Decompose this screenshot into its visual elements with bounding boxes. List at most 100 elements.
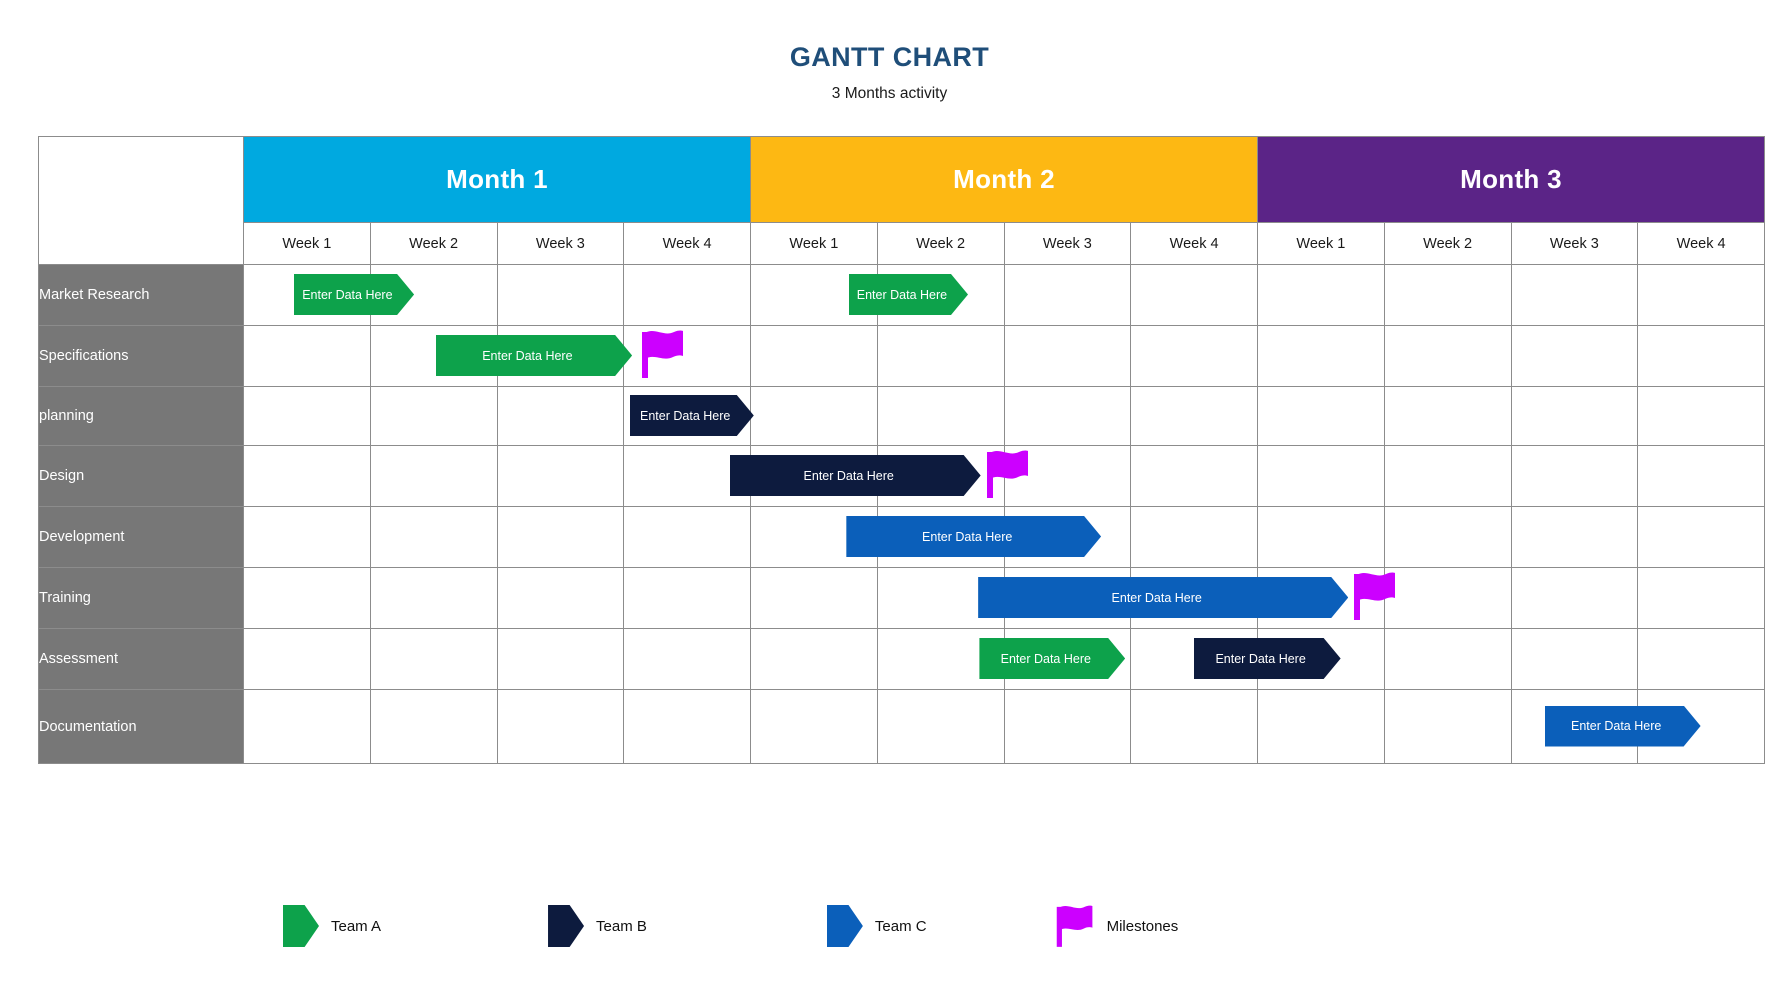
grid-cell[interactable]	[1510, 689, 1639, 764]
grid-cell[interactable]	[1003, 386, 1132, 446]
grid-cell[interactable]	[1130, 689, 1258, 764]
legend-item-milestones[interactable]: Milestones	[1055, 902, 1178, 950]
grid-cell[interactable]	[750, 325, 878, 387]
grid-cell[interactable]	[1257, 445, 1385, 507]
grid-cell[interactable]	[1130, 445, 1258, 507]
grid-cell[interactable]	[1510, 628, 1639, 690]
legend-item-team-b[interactable]: Team B	[548, 905, 647, 947]
task-label-market-research[interactable]: Market Research	[38, 264, 244, 326]
task-label-documentation[interactable]: Documentation	[38, 689, 244, 764]
grid-cell[interactable]	[1637, 628, 1765, 690]
task-label-development[interactable]: Development	[38, 506, 244, 568]
task-label-design[interactable]: Design	[38, 445, 244, 507]
grid-cell[interactable]	[876, 689, 1005, 764]
grid-cell[interactable]	[623, 506, 751, 568]
grid-cell[interactable]	[496, 325, 625, 387]
legend-item-team-c[interactable]: Team C	[826, 905, 927, 947]
grid-cell[interactable]	[1130, 628, 1258, 690]
task-label-planning[interactable]: planning	[38, 386, 244, 446]
grid-cell[interactable]	[243, 386, 371, 446]
grid-cell[interactable]	[1257, 325, 1385, 387]
grid-cell[interactable]	[243, 325, 371, 387]
grid-cell[interactable]	[1003, 264, 1132, 326]
grid-cell[interactable]	[1637, 506, 1765, 568]
grid-cell[interactable]	[1130, 567, 1258, 629]
grid-cell[interactable]	[496, 567, 625, 629]
grid-cell[interactable]	[1130, 325, 1258, 387]
grid-cell[interactable]	[1637, 325, 1765, 387]
grid-cell[interactable]	[1003, 445, 1132, 507]
grid-cell[interactable]	[496, 264, 625, 326]
grid-cell[interactable]	[1257, 689, 1385, 764]
grid-cell[interactable]	[750, 567, 878, 629]
grid-cell[interactable]	[750, 689, 878, 764]
grid-cell[interactable]	[369, 445, 498, 507]
grid-cell[interactable]	[623, 628, 751, 690]
grid-cell[interactable]	[1637, 445, 1765, 507]
grid-cell[interactable]	[1637, 264, 1765, 326]
grid-cell[interactable]	[1383, 264, 1512, 326]
grid-cell[interactable]	[750, 628, 878, 690]
grid-cell[interactable]	[1383, 628, 1512, 690]
grid-cell[interactable]	[1510, 567, 1639, 629]
grid-cell[interactable]	[1257, 264, 1385, 326]
grid-cell[interactable]	[1003, 567, 1132, 629]
grid-cell[interactable]	[750, 386, 878, 446]
grid-cell[interactable]	[876, 445, 1005, 507]
grid-cell[interactable]	[243, 628, 371, 690]
task-label-specifications[interactable]: Specifications	[38, 325, 244, 387]
grid-cell[interactable]	[1257, 567, 1385, 629]
grid-cell[interactable]	[1383, 689, 1512, 764]
grid-cell[interactable]	[1003, 325, 1132, 387]
grid-cell[interactable]	[496, 506, 625, 568]
grid-cell[interactable]	[750, 264, 878, 326]
grid-cell[interactable]	[1637, 567, 1765, 629]
grid-cell[interactable]	[1130, 386, 1258, 446]
grid-cell[interactable]	[1003, 506, 1132, 568]
grid-cell[interactable]	[1510, 445, 1639, 507]
grid-cell[interactable]	[1510, 506, 1639, 568]
grid-cell[interactable]	[876, 628, 1005, 690]
grid-cell[interactable]	[1130, 264, 1258, 326]
grid-cell[interactable]	[1257, 628, 1385, 690]
grid-cell[interactable]	[496, 445, 625, 507]
grid-cell[interactable]	[369, 567, 498, 629]
grid-cell[interactable]	[1003, 628, 1132, 690]
grid-cell[interactable]	[876, 506, 1005, 568]
grid-cell[interactable]	[623, 445, 751, 507]
grid-cell[interactable]	[369, 386, 498, 446]
grid-cell[interactable]	[750, 445, 878, 507]
task-label-assessment[interactable]: Assessment	[38, 628, 244, 690]
grid-cell[interactable]	[876, 567, 1005, 629]
grid-cell[interactable]	[1383, 506, 1512, 568]
grid-cell[interactable]	[1257, 506, 1385, 568]
grid-cell[interactable]	[1383, 325, 1512, 387]
grid-cell[interactable]	[1383, 445, 1512, 507]
grid-cell[interactable]	[369, 689, 498, 764]
grid-cell[interactable]	[496, 628, 625, 690]
grid-cell[interactable]	[1637, 386, 1765, 446]
grid-cell[interactable]	[1637, 689, 1765, 764]
grid-cell[interactable]	[750, 506, 878, 568]
grid-cell[interactable]	[1510, 325, 1639, 387]
grid-cell[interactable]	[369, 264, 498, 326]
grid-cell[interactable]	[623, 689, 751, 764]
grid-cell[interactable]	[1510, 386, 1639, 446]
grid-cell[interactable]	[1130, 506, 1258, 568]
grid-cell[interactable]	[876, 325, 1005, 387]
grid-cell[interactable]	[1383, 386, 1512, 446]
grid-cell[interactable]	[1510, 264, 1639, 326]
grid-cell[interactable]	[1383, 567, 1512, 629]
grid-cell[interactable]	[623, 325, 751, 387]
grid-cell[interactable]	[623, 264, 751, 326]
grid-cell[interactable]	[496, 689, 625, 764]
grid-cell[interactable]	[243, 264, 371, 326]
grid-cell[interactable]	[369, 325, 498, 387]
grid-cell[interactable]	[369, 628, 498, 690]
grid-cell[interactable]	[243, 567, 371, 629]
grid-cell[interactable]	[496, 386, 625, 446]
grid-cell[interactable]	[1003, 689, 1132, 764]
legend-item-team-a[interactable]: Team A	[283, 905, 381, 947]
grid-cell[interactable]	[369, 506, 498, 568]
grid-cell[interactable]	[243, 506, 371, 568]
